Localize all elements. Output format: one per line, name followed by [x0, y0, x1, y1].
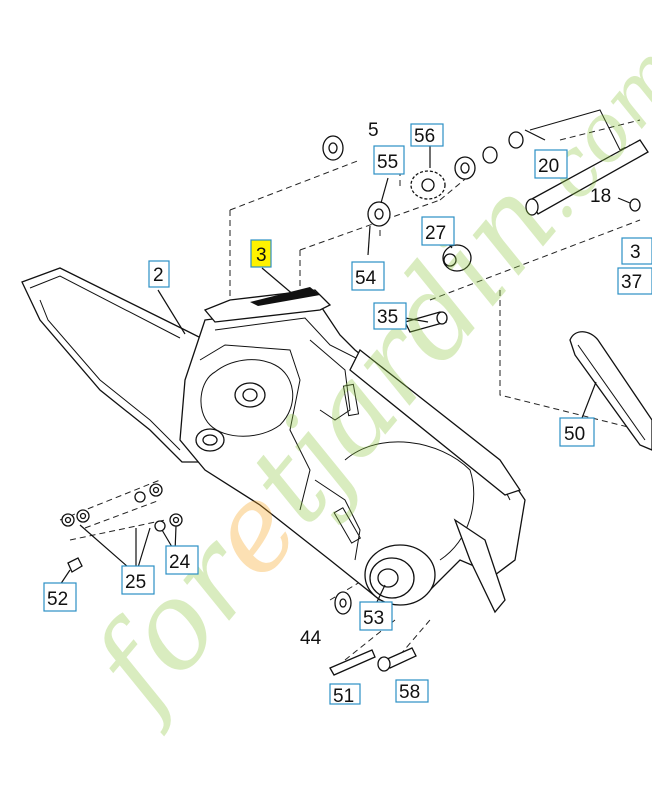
callout-label-18: 18 [590, 186, 611, 207]
callout-box-56 [410, 123, 444, 147]
callout-box-3 [250, 239, 272, 268]
callout-label-3b: 3 [630, 242, 641, 263]
callout-box-20 [534, 149, 568, 179]
top-cover [203, 287, 332, 323]
leader-lines [59, 129, 631, 605]
callout-label-55: 55 [377, 152, 398, 173]
callout-box-35 [373, 302, 407, 330]
chain-guide [349, 348, 522, 614]
callout-label-37: 37 [621, 272, 642, 293]
callout-box-53 [359, 601, 393, 631]
callout-box-52 [43, 582, 77, 612]
callout-box-51 [329, 683, 361, 705]
callout-box-24 [165, 545, 199, 575]
callout-label-35: 35 [377, 307, 398, 328]
belt [569, 331, 652, 451]
callout-label-52: 52 [47, 589, 68, 610]
callouts: 2 3 55 56 20 18 27 54 35 3 37 50 24 25 5… [43, 120, 652, 707]
callout-box-50 [559, 417, 595, 447]
callout-label-20: 20 [538, 156, 559, 177]
callout-label-58: 58 [399, 682, 420, 703]
callout-box-37 [617, 267, 652, 295]
callout-label-44: 44 [300, 628, 322, 649]
callout-label-25: 25 [125, 572, 146, 593]
shaft [525, 109, 649, 216]
callout-label-50: 50 [564, 424, 585, 445]
callout-box-58 [395, 679, 429, 703]
callout-box-55 [373, 145, 405, 175]
callout-label-5: 5 [368, 120, 379, 141]
callout-label-3: 3 [256, 245, 267, 266]
fasteners-left [61, 483, 183, 573]
hubs [195, 382, 436, 606]
callout-box-2 [148, 260, 170, 288]
callout-label-51: 51 [333, 686, 354, 707]
callout-box-27 [421, 216, 455, 246]
callout-box-25 [121, 565, 155, 595]
callout-label-56: 56 [414, 126, 435, 147]
callout-label-24: 24 [169, 552, 191, 573]
callout-label-27: 27 [425, 223, 446, 244]
callout-label-53: 53 [363, 608, 384, 629]
callout-label-2: 2 [153, 265, 164, 286]
callout-box-54 [351, 261, 385, 291]
callout-label-54: 54 [355, 268, 377, 289]
callout-box-3b [621, 237, 652, 265]
housing-body [179, 304, 526, 601]
